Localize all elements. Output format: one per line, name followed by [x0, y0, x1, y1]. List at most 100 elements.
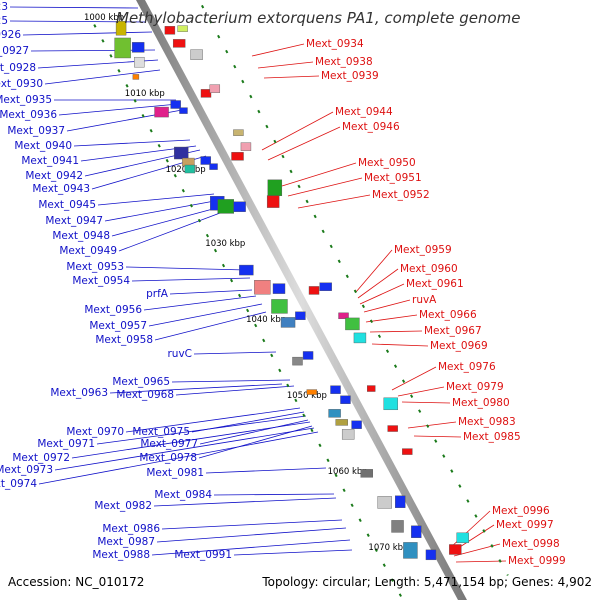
forward-gene-label[interactable]: Mext_0982	[94, 500, 152, 512]
forward-gene-label[interactable]: ruvC	[167, 348, 192, 360]
reverse-gene-feature[interactable]	[190, 49, 203, 60]
forward-gene-feature[interactable]	[200, 156, 211, 165]
forward-gene-feature[interactable]	[377, 496, 392, 509]
reverse-gene-feature[interactable]	[367, 385, 376, 392]
forward-gene-feature[interactable]	[280, 317, 296, 328]
forward-gene-label[interactable]: Mext_0986	[102, 523, 160, 535]
forward-gene-label[interactable]: Mext_0948	[52, 230, 110, 242]
forward-gene-label[interactable]: Mext_0957	[89, 320, 147, 332]
forward-gene-feature[interactable]	[170, 100, 181, 109]
forward-gene-label[interactable]: Mext_0987	[97, 536, 155, 548]
forward-gene-feature[interactable]	[302, 351, 314, 360]
reverse-gene-label[interactable]: Mext_0938	[315, 56, 373, 68]
forward-gene-feature[interactable]	[335, 419, 348, 426]
forward-gene-feature[interactable]	[351, 420, 362, 429]
reverse-gene-label[interactable]: Mext_0959	[394, 244, 452, 256]
forward-gene-label[interactable]: Mext_0968	[116, 389, 174, 401]
forward-gene-label[interactable]: Mext_0965	[112, 376, 170, 388]
reverse-gene-label[interactable]: ruvA	[412, 294, 437, 306]
forward-gene-feature[interactable]	[360, 469, 373, 478]
reverse-gene-feature[interactable]	[209, 84, 221, 93]
forward-gene-feature[interactable]	[395, 495, 406, 508]
forward-gene-feature[interactable]	[154, 106, 169, 118]
forward-gene-label[interactable]: Mext_0923	[0, 1, 8, 13]
reverse-gene-feature[interactable]	[449, 544, 462, 555]
forward-gene-feature[interactable]	[134, 56, 145, 68]
reverse-gene-label[interactable]: Mext_0967	[424, 325, 482, 337]
reverse-gene-label[interactable]: Mext_0983	[458, 416, 516, 428]
forward-gene-feature[interactable]	[411, 525, 422, 538]
reverse-gene-label[interactable]: Mext_0966	[419, 309, 477, 321]
forward-gene-label[interactable]: Mext_0954	[72, 275, 130, 287]
forward-gene-feature[interactable]	[271, 299, 288, 314]
forward-gene-label[interactable]: Mext_0937	[7, 125, 65, 137]
forward-gene-label[interactable]: Mext_0963	[50, 387, 108, 399]
forward-gene-label[interactable]: Mext_0945	[38, 199, 96, 211]
reverse-gene-feature[interactable]	[338, 312, 349, 320]
reverse-gene-label[interactable]: Mext_0980	[452, 397, 510, 409]
forward-gene-feature[interactable]	[184, 164, 196, 174]
forward-gene-feature[interactable]	[341, 429, 355, 440]
forward-gene-feature[interactable]	[425, 549, 437, 561]
forward-gene-label[interactable]: Mext_0981	[146, 467, 204, 479]
reverse-gene-feature[interactable]	[308, 286, 320, 295]
reverse-gene-feature[interactable]	[231, 152, 244, 161]
reverse-gene-feature[interactable]	[233, 129, 244, 136]
forward-gene-label[interactable]: Mext_0947	[45, 215, 103, 227]
forward-gene-feature[interactable]	[209, 163, 218, 170]
forward-gene-label[interactable]: Mext_0974	[0, 478, 37, 490]
forward-gene-label[interactable]: Mext_0936	[0, 109, 57, 121]
forward-gene-label[interactable]: Mext_0953	[66, 261, 124, 273]
forward-gene-feature[interactable]	[328, 409, 341, 418]
forward-gene-label[interactable]: Mext_0925	[0, 15, 8, 27]
reverse-gene-feature[interactable]	[240, 142, 252, 151]
forward-gene-label[interactable]: Mext_0975	[132, 426, 190, 438]
reverse-gene-label[interactable]: Mext_0961	[406, 278, 464, 290]
reverse-gene-feature[interactable]	[172, 39, 186, 48]
forward-gene-label[interactable]: Mext_0943	[32, 183, 90, 195]
reverse-gene-feature[interactable]	[353, 332, 367, 344]
forward-gene-label[interactable]: Mext_0926	[0, 29, 21, 41]
forward-gene-label[interactable]: Mext_0942	[25, 170, 83, 182]
forward-gene-feature[interactable]	[132, 74, 140, 80]
reverse-gene-label[interactable]: Mext_0960	[400, 263, 458, 275]
forward-gene-feature[interactable]	[254, 280, 271, 295]
reverse-gene-label[interactable]: Mext_0976	[438, 361, 496, 373]
reverse-gene-label[interactable]: Mext_0996	[492, 505, 550, 517]
forward-gene-label[interactable]: Mext_0971	[37, 438, 95, 450]
reverse-gene-feature[interactable]	[200, 89, 212, 98]
forward-gene-label[interactable]: Mext_0940	[14, 140, 72, 152]
reverse-gene-feature[interactable]	[383, 397, 398, 411]
forward-gene-feature[interactable]	[306, 389, 318, 395]
forward-gene-feature[interactable]	[114, 37, 131, 59]
reverse-gene-label[interactable]: Mext_0969	[430, 340, 488, 352]
forward-gene-label[interactable]: Mext_0927	[0, 45, 29, 57]
forward-gene-label[interactable]: Mext_0956	[84, 304, 142, 316]
forward-gene-feature[interactable]	[330, 385, 341, 394]
forward-gene-label[interactable]: Mext_0978	[139, 452, 197, 464]
forward-gene-label[interactable]: Mext_0928	[0, 62, 36, 74]
forward-gene-feature[interactable]	[174, 146, 189, 160]
forward-gene-feature[interactable]	[179, 107, 188, 114]
forward-gene-label[interactable]: Mext_0958	[95, 334, 153, 346]
reverse-gene-label[interactable]: Mext_0944	[335, 106, 393, 118]
forward-gene-feature[interactable]	[217, 199, 235, 214]
reverse-gene-label[interactable]: Mext_0946	[342, 121, 400, 133]
forward-gene-label[interactable]: prfA	[146, 288, 169, 300]
forward-gene-feature[interactable]	[131, 42, 145, 53]
reverse-gene-label[interactable]: Mext_0934	[306, 38, 364, 50]
reverse-gene-feature[interactable]	[387, 425, 398, 432]
reverse-gene-label[interactable]: Mext_0939	[321, 70, 379, 82]
forward-gene-feature[interactable]	[239, 264, 254, 276]
forward-gene-label[interactable]: Mext_0991	[174, 549, 232, 561]
forward-gene-feature[interactable]	[403, 542, 418, 559]
reverse-gene-feature[interactable]	[164, 26, 176, 35]
forward-gene-feature[interactable]	[115, 20, 127, 36]
forward-gene-label[interactable]: Mext_0941	[21, 155, 79, 167]
forward-gene-feature[interactable]	[340, 395, 351, 404]
forward-gene-feature[interactable]	[292, 356, 303, 366]
reverse-gene-label[interactable]: Mext_0952	[372, 189, 430, 201]
reverse-gene-feature[interactable]	[402, 448, 413, 455]
forward-gene-label[interactable]: Mext_0984	[154, 489, 212, 501]
reverse-gene-feature[interactable]	[177, 25, 188, 32]
